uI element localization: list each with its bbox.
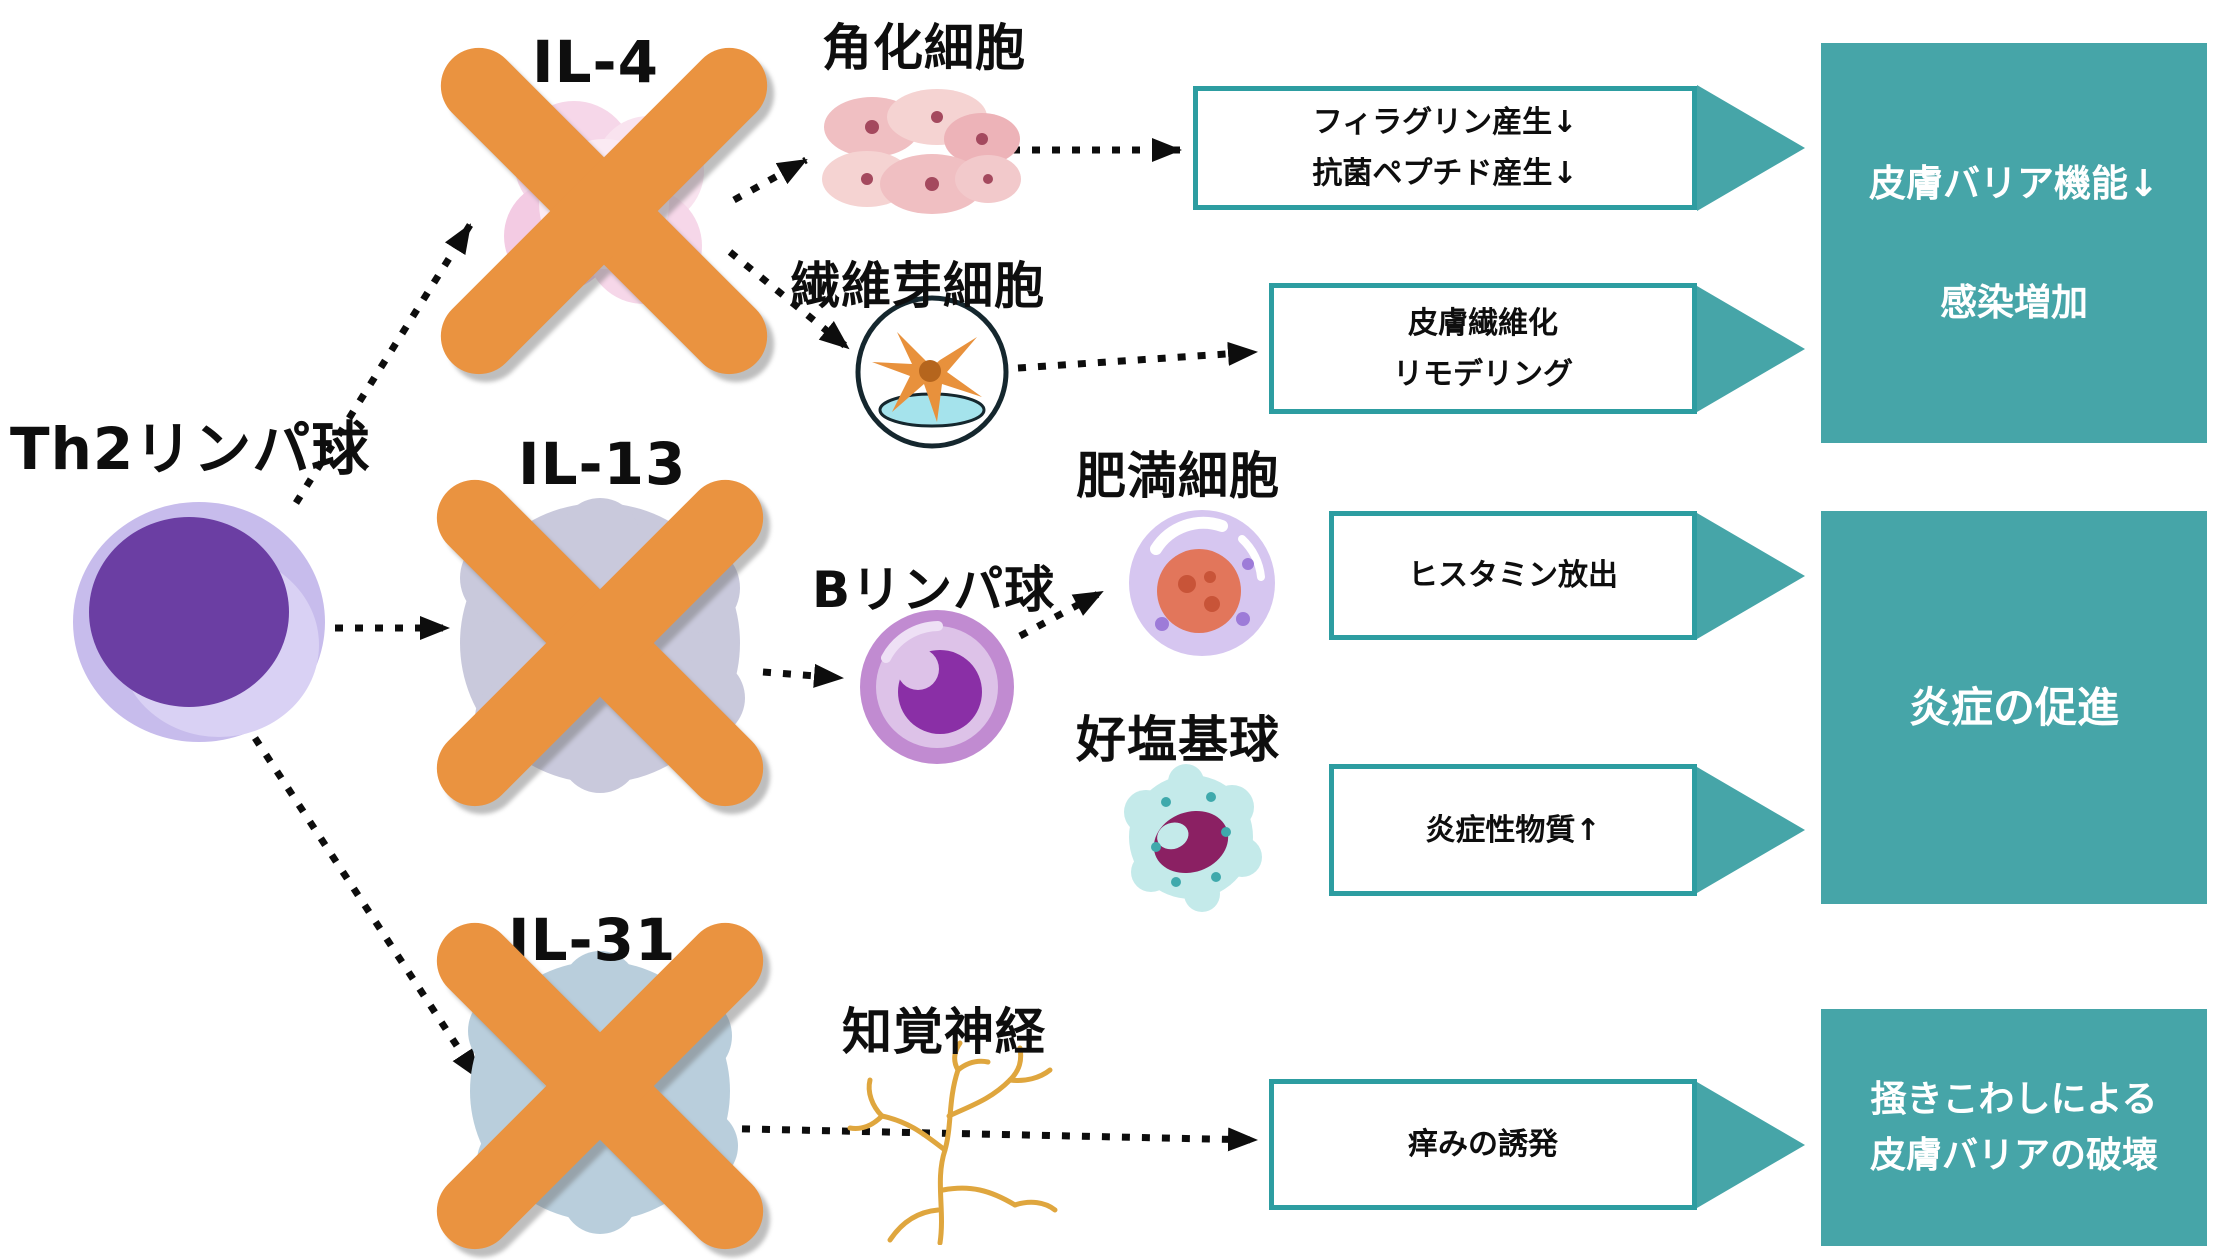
effect-arrowhead bbox=[1697, 1081, 1805, 1208]
basophil-label: 好塩基球 bbox=[1076, 711, 1280, 769]
il13-label: IL-13 bbox=[518, 430, 687, 498]
mastcell-illustration bbox=[1126, 507, 1279, 660]
effect-arrowhead bbox=[1697, 285, 1805, 412]
th2-cell-illustration bbox=[69, 500, 327, 748]
effect-box-inflammatory: 炎症性物質↑ bbox=[1329, 764, 1805, 896]
arrow-il13-to-bcell bbox=[762, 663, 844, 688]
effect-line: 炎症性物質↑ bbox=[1425, 812, 1601, 848]
effect-box-itch: 痒みの誘発 bbox=[1269, 1079, 1805, 1210]
effect-arrowhead bbox=[1697, 512, 1805, 639]
nerve-label: 知覚神経 bbox=[842, 1003, 1046, 1061]
bcell-label: Bリンパ球 bbox=[812, 561, 1056, 619]
arrow-bcell-to-mastcell bbox=[1018, 588, 1104, 640]
effect-line: ヒスタミン放出 bbox=[1408, 558, 1618, 593]
effect-arrowhead bbox=[1697, 767, 1805, 893]
outcome-line: 皮膚バリアの破壊 bbox=[1869, 1134, 2158, 1176]
arrow-il4-to-fibroblast bbox=[727, 249, 851, 351]
outcome-line: 掻きこわしによる bbox=[1870, 1078, 2158, 1120]
effect-line: 痒みの誘発 bbox=[1408, 1127, 1558, 1162]
effect-arrowhead bbox=[1697, 85, 1805, 211]
nerve-illustration bbox=[840, 1040, 1070, 1245]
fibroblast-illustration bbox=[852, 292, 1012, 452]
th2-label: Th2リンパ球 bbox=[10, 415, 371, 483]
basophil-illustration bbox=[1114, 760, 1269, 915]
il31-label: IL-31 bbox=[508, 906, 677, 974]
outcome-box-barrier: 皮膚バリア機能↓ 感染増加 bbox=[1821, 43, 2207, 443]
arrow-th2-to-il4 bbox=[293, 223, 473, 505]
effect-box-histamine: ヒスタミン放出 bbox=[1329, 511, 1805, 640]
outcome-line: 感染増加 bbox=[1940, 281, 2088, 324]
arrow-th2-to-il31 bbox=[252, 736, 481, 1080]
il4-label: IL-4 bbox=[532, 28, 659, 96]
effect-line: 皮膚繊維化 bbox=[1408, 305, 1558, 341]
il4-cross-icon bbox=[425, 32, 783, 390]
fibroblast-label: 繊維芽細胞 bbox=[790, 257, 1045, 315]
effect-line: フィラグリン産生↓ bbox=[1312, 105, 1578, 140]
outcome-line: 皮膚バリア機能↓ bbox=[1868, 161, 2159, 205]
arrow-il4-to-keratinocyte bbox=[732, 156, 808, 204]
outcome-box-inflammation: 炎症の促進 bbox=[1821, 511, 2207, 904]
effect-box-fibrosis: 皮膚繊維化 リモデリング bbox=[1269, 283, 1805, 414]
keratinocyte-label: 角化細胞 bbox=[822, 19, 1026, 77]
il31-cross-icon bbox=[421, 907, 779, 1260]
arrow-fibroblast-to-effect bbox=[1017, 341, 1258, 372]
outcome-line: 炎症の促進 bbox=[1908, 682, 2119, 732]
effect-box-filaggrin: フィラグリン産生↓ 抗菌ペプチド産生↓ bbox=[1193, 85, 1805, 211]
effect-line: 抗菌ペプチド産生↓ bbox=[1312, 156, 1578, 191]
effect-line: リモデリング bbox=[1393, 356, 1573, 392]
outcome-box-scratch: 掻きこわしによる 皮膚バリアの破壊 bbox=[1821, 1009, 2207, 1246]
mastcell-label: 肥満細胞 bbox=[1076, 447, 1280, 505]
il13-cross-icon bbox=[421, 464, 779, 822]
arrow-il31-to-effect bbox=[701, 1124, 1258, 1152]
keratinocyte-illustration bbox=[812, 82, 1022, 222]
bcell-illustration bbox=[856, 606, 1018, 768]
